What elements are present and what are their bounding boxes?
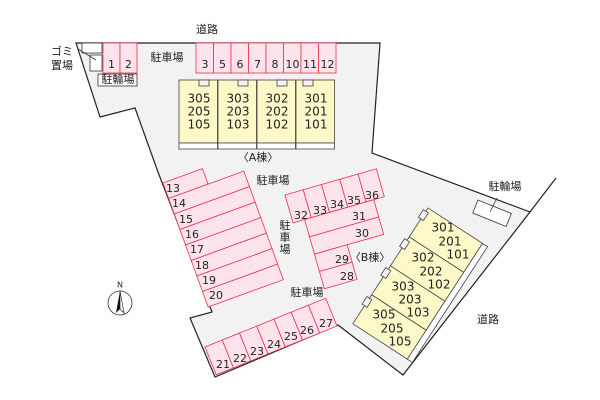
- unit-number: 103: [227, 118, 250, 132]
- stall-number: 34: [330, 198, 344, 211]
- unit-number: 202: [420, 265, 443, 279]
- stall-number: 1: [108, 58, 115, 71]
- stall-number: 36: [365, 189, 379, 202]
- unit-number: 105: [188, 118, 211, 132]
- unit-number: 102: [266, 118, 289, 132]
- parking-stall: [318, 261, 358, 290]
- unit-number: 305: [188, 92, 211, 106]
- unit-number: 103: [407, 306, 430, 320]
- stall-number: 19: [202, 274, 216, 287]
- stall-number: 25: [284, 330, 298, 343]
- parking-stall: [119, 42, 138, 74]
- stall-number: 28: [340, 270, 354, 283]
- stall-number: 8: [272, 58, 279, 71]
- unit-number: 305: [373, 308, 396, 322]
- stall-number: 6: [237, 58, 244, 71]
- stall-number: 12: [321, 58, 335, 71]
- unit-number: 201: [439, 235, 462, 249]
- stall-number: 16: [185, 228, 199, 241]
- parking-label-vertical-3: 場: [280, 243, 291, 256]
- parking-label-vertical-2: 車: [280, 230, 291, 244]
- stall-number: 21: [216, 358, 230, 371]
- stall-number: 24: [267, 338, 281, 351]
- stall-number: 29: [335, 253, 349, 266]
- stall-number: 31: [352, 210, 366, 223]
- parking-stall: [307, 297, 338, 334]
- north-arrow-icon: [107, 290, 133, 316]
- bike-parking-top-label: 駐輪場: [102, 72, 135, 86]
- garbage-label: ゴミ: [51, 44, 73, 58]
- garbage-area: [77, 42, 103, 72]
- unit-number: 101: [447, 248, 470, 262]
- stall-number: 11: [303, 58, 317, 71]
- stall-number: 10: [286, 58, 300, 71]
- unit-number: 301: [432, 221, 455, 235]
- unit-number: 301: [305, 92, 328, 106]
- unit-number: 105: [389, 335, 412, 349]
- unit-number: 202: [266, 105, 289, 119]
- parking-group: [162, 168, 284, 308]
- road-edge-line: [529, 177, 557, 213]
- parking-stall: [318, 42, 337, 74]
- building-b: [352, 207, 489, 363]
- road-label-top: 道路: [196, 22, 218, 36]
- north-label: N: [117, 281, 123, 290]
- bike-parking-right-label: 駐輪場: [489, 179, 522, 193]
- stall-number: 5: [219, 58, 226, 71]
- stall-number: 3: [202, 58, 209, 71]
- unit-number: 302: [266, 92, 289, 106]
- parking-stall: [201, 263, 284, 308]
- building-a-unit: [178, 79, 218, 144]
- unit-number: 203: [227, 105, 250, 119]
- stall-number: 7: [254, 58, 261, 71]
- bike-parking-right: [472, 199, 512, 227]
- building-a-unit: [295, 79, 335, 144]
- stall-number: 26: [300, 324, 314, 337]
- parking-stall: [357, 168, 385, 203]
- garbage-label-2: 置場: [51, 59, 73, 72]
- parking-stall: [308, 216, 385, 255]
- unit-number: 203: [399, 293, 422, 307]
- unit-number: 205: [188, 105, 211, 119]
- building-a: [178, 79, 335, 150]
- unit-number: 201: [305, 105, 328, 119]
- stall-number: 30: [355, 227, 369, 240]
- stall-number: 18: [195, 259, 209, 272]
- unit-number: 302: [412, 251, 435, 265]
- stall-number: 33: [313, 204, 327, 217]
- unit-number: 303: [227, 92, 250, 106]
- stall-number: 13: [166, 182, 180, 195]
- stall-number: 22: [233, 352, 247, 365]
- parking-label-top: 駐車場: [151, 50, 184, 64]
- parking-group: [284, 168, 385, 290]
- stall-number: 17: [190, 243, 204, 256]
- parking-label-bottom: 駐車場: [291, 285, 324, 299]
- road-label-right: 道路: [477, 312, 499, 326]
- unit-number: 205: [381, 322, 404, 336]
- stall-number: 35: [347, 194, 361, 207]
- stall-number: 20: [209, 289, 223, 302]
- stall-number: 23: [250, 345, 264, 358]
- parking-group: [204, 297, 338, 376]
- stall-number: 2: [125, 58, 132, 71]
- unit-number: 303: [392, 280, 415, 294]
- stall-number: 27: [319, 317, 333, 330]
- unit-number: 101: [305, 118, 328, 132]
- bike-parking-top: [97, 73, 138, 87]
- stall-number: 32: [294, 209, 308, 222]
- building-b-label: 〈B棟〉: [350, 250, 391, 264]
- building-a-label: 〈A棟〉: [238, 150, 279, 164]
- parking-label-vertical-1: 駐: [280, 218, 291, 232]
- parking-label-mid: 駐車場: [257, 173, 290, 187]
- stall-number: 15: [179, 213, 193, 226]
- stall-number: 14: [172, 197, 186, 210]
- unit-number: 102: [428, 278, 451, 292]
